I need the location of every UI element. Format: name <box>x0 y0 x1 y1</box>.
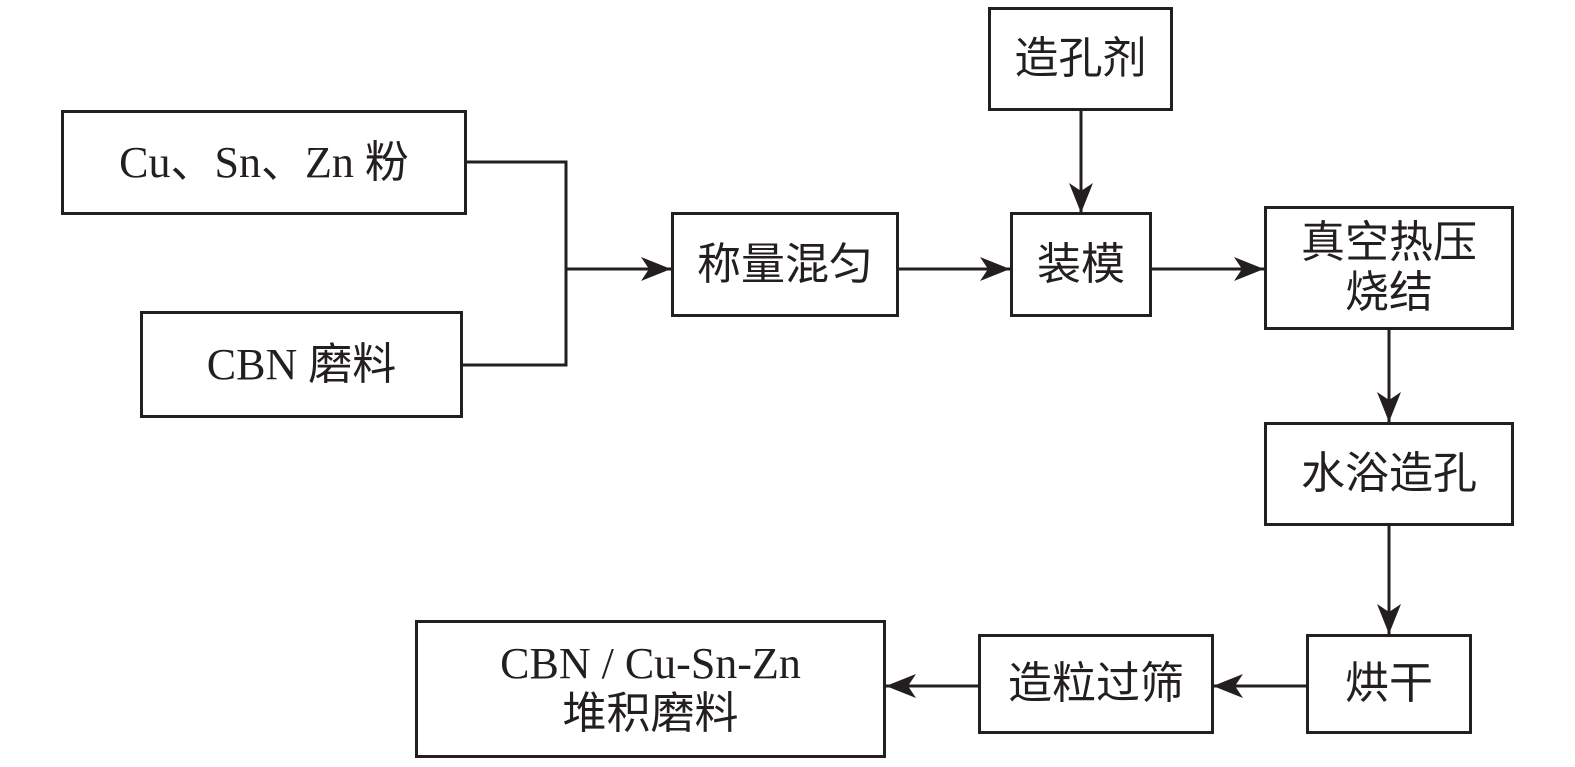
node-drying-label: 烘干 <box>1345 659 1433 709</box>
node-vacuum-hot-press: 真空热压 烧结 <box>1264 206 1514 330</box>
node-metal-powder: Cu、Sn、Zn 粉 <box>61 110 467 215</box>
node-cbn-abrasive: CBN 磨料 <box>140 311 463 418</box>
node-metal-powder-label: Cu、Sn、Zn 粉 <box>119 137 409 187</box>
node-mold-loading-label: 装模 <box>1037 239 1125 289</box>
node-granulate-sieve-label: 造粒过筛 <box>1008 659 1184 709</box>
node-weigh-mix-label: 称量混匀 <box>697 239 873 289</box>
node-final-product-label-line1: CBN / Cu-Sn-Zn <box>500 639 801 689</box>
node-water-bath-label: 水浴造孔 <box>1301 449 1477 499</box>
node-water-bath: 水浴造孔 <box>1264 422 1514 526</box>
node-granulate-sieve: 造粒过筛 <box>978 634 1214 734</box>
node-drying: 烘干 <box>1306 634 1472 734</box>
node-vacuum-hot-press-label-line1: 真空热压 <box>1301 218 1477 268</box>
node-pore-former-label: 造孔剂 <box>1014 34 1147 84</box>
node-mold-loading: 装模 <box>1010 212 1152 317</box>
node-vacuum-hot-press-label-line2: 烧结 <box>1345 268 1433 317</box>
node-final-product: CBN / Cu-Sn-Zn 堆积磨料 <box>415 620 886 758</box>
connector-cbn-abrasive-to-merge <box>462 269 568 367</box>
node-final-product-label-line2: 堆积磨料 <box>562 689 739 738</box>
connector-metal-powder-to-merge <box>466 160 568 269</box>
node-pore-former: 造孔剂 <box>988 7 1173 111</box>
node-weigh-mix: 称量混匀 <box>671 212 899 317</box>
node-cbn-abrasive-label: CBN 磨料 <box>206 339 397 389</box>
